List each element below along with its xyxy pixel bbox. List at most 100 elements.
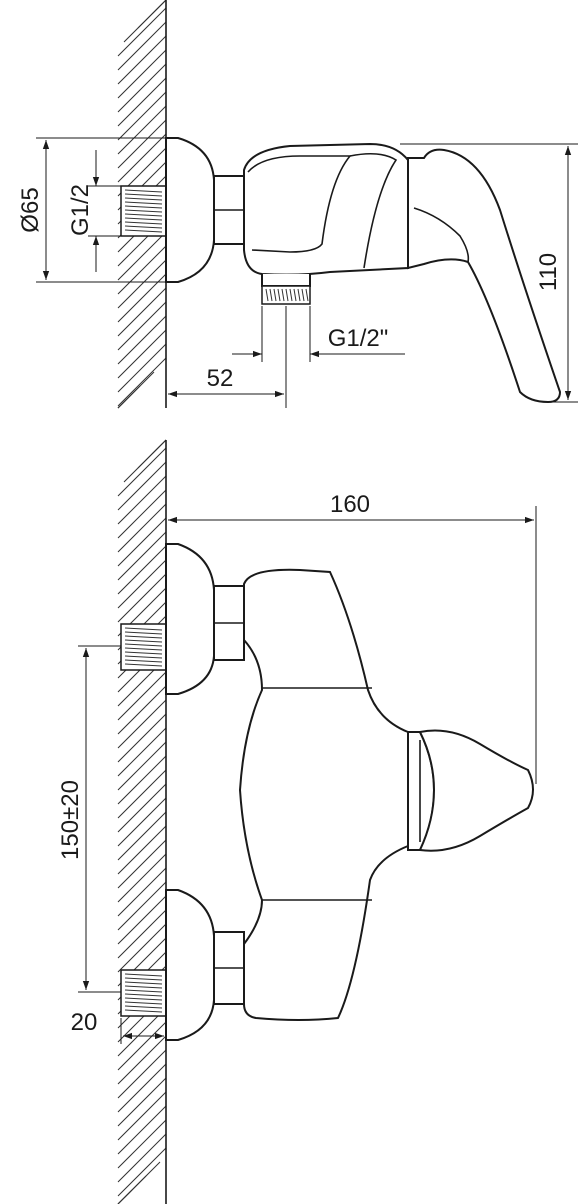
hatch-line xyxy=(117,1091,167,1141)
hatch-line xyxy=(117,461,167,511)
hatch-line xyxy=(117,797,167,847)
mixer-body-top xyxy=(243,142,409,276)
hatch-line xyxy=(117,839,167,889)
height-label: 110 xyxy=(535,253,562,291)
thread-line xyxy=(124,993,163,997)
hatch-line xyxy=(117,545,167,595)
hatch-line xyxy=(117,63,167,113)
hatch-line xyxy=(117,517,167,567)
thread-line xyxy=(301,288,305,302)
hatch-line xyxy=(117,77,167,127)
wall-hatching-front xyxy=(117,439,167,1204)
diameter-label: Ø65 xyxy=(17,187,44,232)
thread-line xyxy=(124,977,163,981)
hatch-line xyxy=(117,231,167,281)
thread-line xyxy=(124,655,163,659)
hatch-line xyxy=(117,447,167,497)
hatch-line xyxy=(117,329,167,379)
depth-label: 20 xyxy=(71,1009,98,1036)
hatch-line xyxy=(117,91,167,141)
thread-line xyxy=(124,217,163,221)
lower-nut xyxy=(213,931,245,1005)
thread-line xyxy=(124,193,163,197)
mixer-body-front xyxy=(238,568,409,1021)
thread-line xyxy=(289,288,293,302)
lever-handle-front xyxy=(418,729,534,852)
hatch-line xyxy=(117,699,167,749)
thread-line xyxy=(124,635,163,639)
hatch-line xyxy=(117,895,167,945)
hatch-line xyxy=(123,439,167,483)
outlet-connector-top xyxy=(261,274,311,305)
spacing-label: 150±20 xyxy=(57,780,84,860)
thread-line xyxy=(124,205,163,209)
thread-line xyxy=(285,288,289,302)
hatch-line xyxy=(117,1063,167,1113)
thread-line xyxy=(124,973,163,977)
thread-line xyxy=(124,201,163,205)
hatch-line xyxy=(117,259,167,309)
projection-label: 52 xyxy=(207,365,234,392)
hatch-line xyxy=(117,559,167,609)
hatch-line xyxy=(117,909,167,959)
thread-line xyxy=(124,989,163,993)
thread-line xyxy=(124,985,163,989)
thread-line xyxy=(124,1009,163,1013)
thread-line xyxy=(124,651,163,655)
lower-inlet-thread xyxy=(120,969,167,1017)
hatch-line xyxy=(117,923,167,973)
thread-line xyxy=(124,627,163,631)
front-view: 160 150±20 20 xyxy=(57,439,537,1204)
hatch-line xyxy=(117,573,167,623)
hatch-line xyxy=(117,357,167,407)
hatch-line xyxy=(117,119,167,169)
hatch-line xyxy=(117,1189,133,1204)
hatch-line xyxy=(117,727,167,777)
hatch-line xyxy=(117,881,167,931)
thread-line xyxy=(124,221,163,225)
hatch-line xyxy=(117,825,167,875)
hatch-line xyxy=(123,0,167,43)
hatch-line xyxy=(117,671,167,721)
hatch-line xyxy=(117,503,167,553)
thread-line xyxy=(124,1005,163,1009)
thread-line xyxy=(124,663,163,667)
hatch-line xyxy=(117,475,167,525)
top-view: Ø65 G1/2 G1/2" 52 110 xyxy=(17,0,578,409)
thread-line xyxy=(124,659,163,663)
hatch-line xyxy=(117,1021,167,1071)
hatch-line xyxy=(117,35,167,85)
thread-line xyxy=(124,643,163,647)
hatch-line xyxy=(117,7,167,57)
hatch-line xyxy=(117,287,167,337)
thread-line xyxy=(124,981,163,985)
thread-line xyxy=(124,189,163,193)
hatch-line xyxy=(117,713,167,763)
thread-line xyxy=(297,288,301,302)
inlet-thread-label: G1/2 xyxy=(67,184,94,236)
hatch-line xyxy=(117,685,167,735)
hatch-line xyxy=(117,1119,167,1169)
thread-line xyxy=(293,288,297,302)
hatch-line xyxy=(117,811,167,861)
thread-line xyxy=(124,639,163,643)
inlet-thread-top xyxy=(120,185,167,237)
hatch-line xyxy=(117,105,167,155)
hatch-line xyxy=(117,49,167,99)
hatch-line xyxy=(117,783,167,833)
hatch-line xyxy=(117,769,167,819)
hatch-line xyxy=(117,1147,167,1197)
outlet-thread-label: G1/2" xyxy=(328,325,389,352)
hatch-line xyxy=(117,853,167,903)
thread-line xyxy=(124,997,163,1001)
thread-line xyxy=(124,1001,163,1005)
hatch-line xyxy=(117,489,167,539)
thread-line xyxy=(124,225,163,229)
thread-line xyxy=(124,213,163,217)
hatch-line xyxy=(117,1077,167,1127)
hatch-line xyxy=(117,245,167,295)
nut-top xyxy=(213,175,245,245)
thread-line xyxy=(305,288,309,302)
hatch-line xyxy=(117,1035,167,1085)
hatch-line xyxy=(117,343,167,393)
